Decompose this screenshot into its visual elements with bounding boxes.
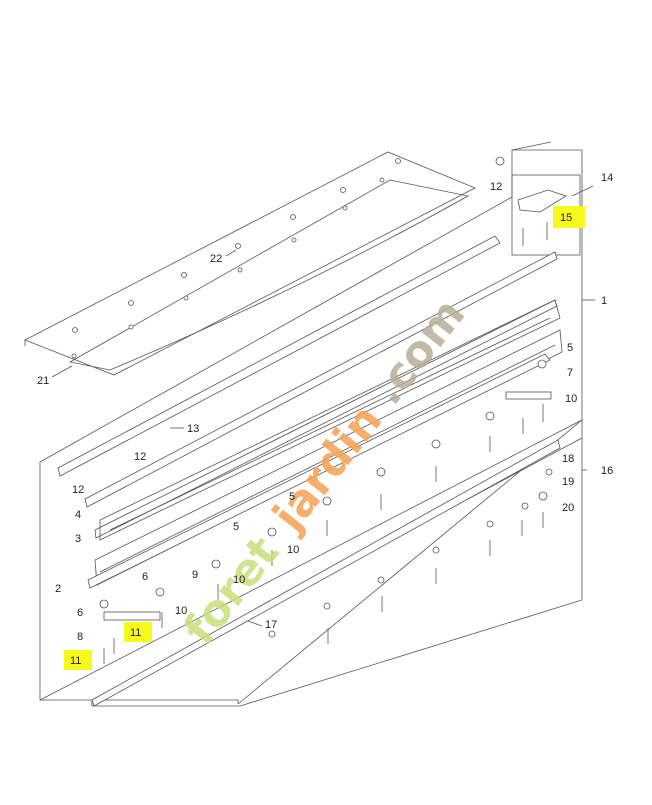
blade-bars [57,235,561,707]
callout-labels: 22 21 12 14 15 1 5 7 10 13 12 12 4 3 5 5… [37,172,613,670]
fasteners [99,156,553,664]
callout-20: 20 [562,502,574,514]
callout-6-left: 6 [77,607,83,619]
callout-2: 2 [55,583,61,595]
callout-5-lower: 5 [233,521,239,533]
top-cover-holes [71,158,401,359]
leader-lines [51,185,595,627]
callout-15: 15 [560,212,572,224]
callout-4: 4 [75,509,81,521]
callout-16: 16 [601,465,613,477]
callout-21: 21 [37,375,49,387]
blade-lower-plate [87,353,551,589]
callout-14: 14 [601,172,613,184]
callout-10-right: 10 [565,393,577,405]
callout-9: 9 [192,569,198,581]
callout-11-left: 11 [70,655,81,667]
callout-11-right: 11 [130,627,141,639]
callout-3: 3 [75,533,81,545]
highlight-11-right [124,622,152,642]
callout-5-mid: 5 [289,491,295,503]
callout-13: 13 [187,423,199,435]
callout-12-left: 12 [72,484,84,496]
toothed-blade-upper [99,299,561,541]
callout-5-right: 5 [567,342,573,354]
callout-12-top: 12 [490,181,502,193]
callout-6-mid: 6 [142,571,148,583]
callout-1: 1 [601,295,607,307]
callout-12-middle: 12 [134,451,146,463]
callout-10-lower: 10 [233,574,245,586]
top-cover-panel [24,151,476,376]
callout-7: 7 [567,367,573,379]
highlight-15 [553,206,585,228]
main-frame [39,141,583,704]
highlight-11-left [64,650,92,670]
callout-22: 22 [210,253,222,265]
callout-10-mid: 10 [287,544,299,556]
callout-8: 8 [77,631,83,643]
callout-10-left: 10 [175,605,187,617]
callout-18: 18 [562,453,574,465]
callout-17: 17 [265,619,277,631]
callout-19: 19 [562,476,574,488]
